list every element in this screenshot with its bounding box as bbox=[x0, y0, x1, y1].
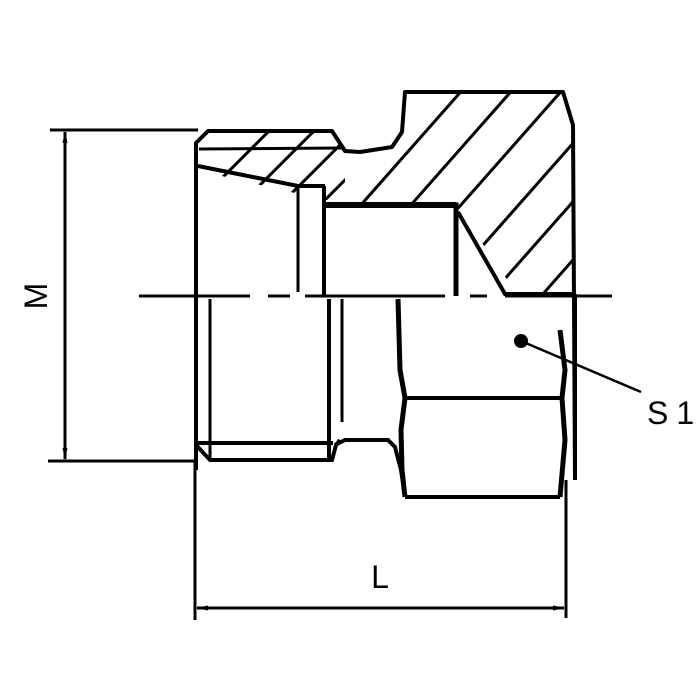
neck-contour bbox=[334, 438, 407, 497]
wrench-size-callout: S1 bbox=[514, 334, 700, 431]
leader-line bbox=[520, 339, 642, 394]
label-s1: S1 bbox=[647, 395, 700, 431]
inner-cavity bbox=[324, 202, 459, 296]
outer-contour bbox=[194, 90, 577, 481]
outside-view-lower bbox=[194, 294, 577, 499]
hex-right-flank bbox=[557, 329, 568, 498]
dimension-l: L bbox=[196, 480, 568, 618]
dimension-m: M bbox=[18, 128, 198, 620]
label-m: M bbox=[18, 283, 54, 310]
thread-crest-line bbox=[198, 146, 343, 151]
hatch-spigot bbox=[196, 131, 345, 200]
hex-left-flank bbox=[395, 298, 408, 399]
label-l: L bbox=[371, 559, 389, 595]
cone-seat bbox=[456, 211, 573, 296]
section-view-upper bbox=[194, 90, 577, 481]
